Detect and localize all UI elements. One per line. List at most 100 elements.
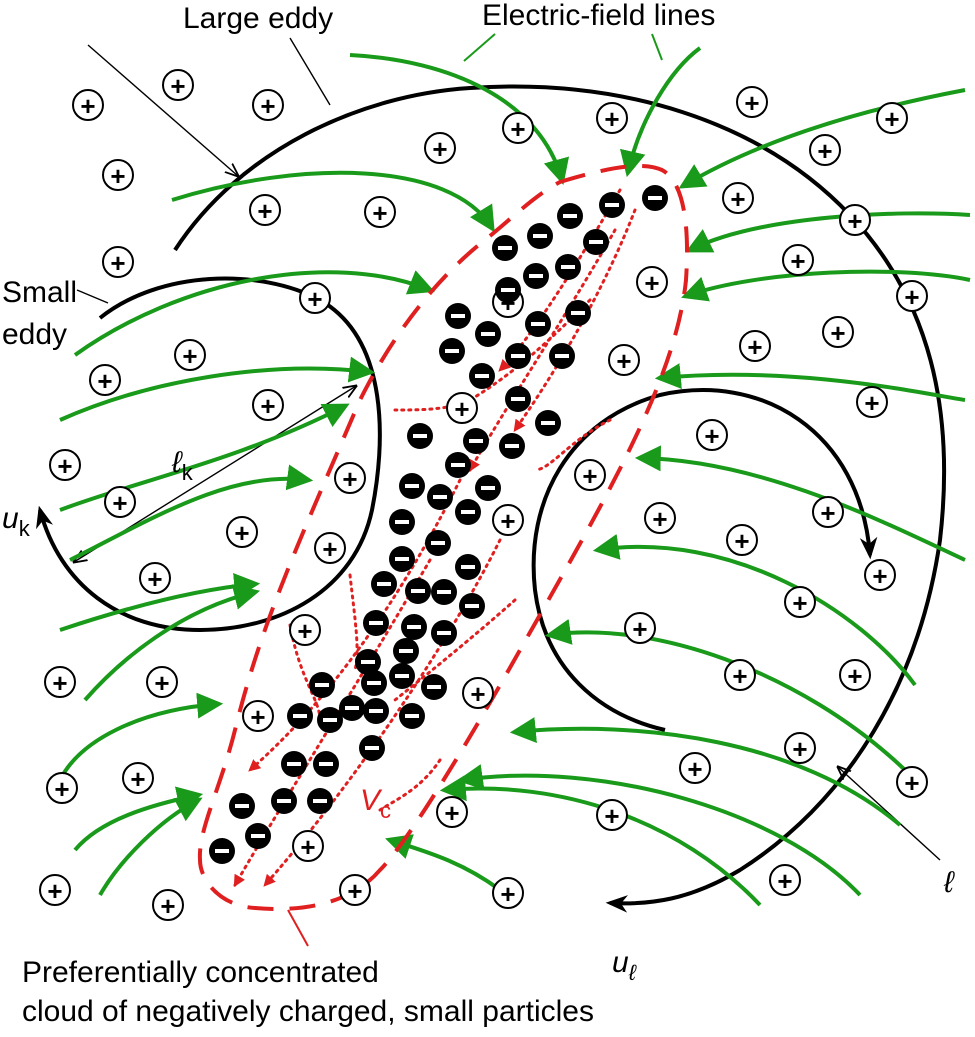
svg-text:+: +: [616, 346, 631, 376]
negative-particle: [389, 509, 415, 535]
negative-particle: [339, 695, 365, 721]
positive-ion: +: [102, 246, 134, 278]
positive-ion: +: [252, 389, 284, 421]
field-line-21: [456, 764, 862, 897]
negative-particles: [209, 185, 668, 864]
svg-text:+: +: [777, 866, 792, 896]
svg-text:+: +: [347, 876, 362, 906]
field-line-8: [59, 572, 261, 632]
particle-cloud-boundary: [197, 163, 690, 912]
svg-text:+: +: [110, 248, 125, 278]
negative-particle: [455, 554, 481, 580]
flow-line-12: [378, 758, 442, 812]
flow-line-2: [533, 418, 612, 472]
negative-particle: [287, 703, 313, 729]
positive-ion: +: [152, 889, 184, 921]
svg-text:+: +: [342, 464, 357, 494]
negative-particle: [389, 546, 415, 572]
cloud-internal-flow-lines: [233, 188, 637, 888]
positive-ion: +: [104, 486, 136, 518]
positive-ion: +: [769, 864, 801, 896]
negative-particle: [431, 620, 457, 646]
cloud-velocity-label: Vc: [360, 784, 391, 823]
svg-text:+: +: [644, 268, 659, 298]
svg-text:+: +: [652, 504, 667, 534]
negative-particle: [527, 223, 553, 249]
caption-line-1: Preferentially concentrated: [22, 956, 379, 989]
positive-ion: +: [636, 266, 668, 298]
svg-text:+: +: [790, 246, 805, 276]
negative-particle: [549, 343, 575, 369]
right-eddy-circulation-arrow: [531, 388, 878, 732]
svg-text:+: +: [54, 774, 69, 804]
negative-particle: [245, 823, 271, 849]
svg-text:+: +: [632, 614, 647, 644]
positive-ion: +: [596, 799, 628, 831]
positive-ion: +: [72, 89, 104, 121]
field-line-23: [385, 834, 502, 892]
negative-particle: [495, 277, 521, 303]
svg-text:+: +: [884, 104, 899, 134]
field-line-2: [620, 46, 702, 178]
svg-text:+: +: [322, 534, 337, 564]
svg-text:+: +: [372, 198, 387, 228]
negative-particle: [421, 674, 447, 700]
svg-text:+: +: [604, 104, 619, 134]
flow-line-4: [513, 208, 637, 432]
svg-text:+: +: [160, 891, 175, 921]
negative-particle: [523, 263, 549, 289]
svg-text:+: +: [110, 161, 125, 191]
svg-text:+: +: [817, 136, 832, 166]
svg-text:+: +: [847, 206, 862, 236]
positive-ion: +: [424, 132, 456, 164]
svg-text:+: +: [470, 679, 485, 709]
negative-particle: [399, 703, 425, 729]
positive-ion: +: [724, 659, 756, 691]
svg-text:+: +: [250, 702, 265, 732]
positive-ion: +: [644, 502, 676, 534]
svg-text:+: +: [747, 332, 762, 362]
svg-text:+: +: [260, 91, 275, 121]
svg-text:+: +: [792, 588, 807, 618]
field-label-leaders: [463, 33, 663, 62]
positive-ion: +: [44, 666, 76, 698]
positive-ion: +: [876, 102, 908, 134]
svg-text:+: +: [307, 284, 322, 314]
positive-ion: +: [809, 134, 841, 166]
positive-ion: +: [722, 182, 754, 214]
svg-text:+: +: [80, 91, 95, 121]
svg-text:+: +: [744, 88, 759, 118]
positive-ion: +: [839, 659, 871, 691]
negative-particle: [363, 610, 389, 636]
positive-ion: +: [696, 419, 728, 451]
field-line-17: [634, 445, 966, 562]
positive-ion: +: [812, 496, 844, 528]
negative-particle: [371, 571, 397, 597]
positive-ion: +: [856, 386, 888, 418]
caption-leader: [287, 909, 309, 947]
svg-text:+: +: [297, 616, 312, 646]
field-line-20: [509, 717, 902, 827]
positive-ion: +: [364, 196, 396, 228]
negative-particle: [425, 530, 451, 556]
negative-particle: [583, 229, 609, 255]
svg-text:+: +: [47, 876, 62, 906]
positive-ion: +: [252, 89, 284, 121]
large-eddy-velocity-label: uℓ: [612, 946, 637, 985]
positive-ion: +: [624, 612, 656, 644]
svg-text:+: +: [604, 801, 619, 831]
positive-ion: +: [146, 666, 178, 698]
negative-particle: [555, 254, 581, 280]
negative-particle: [445, 303, 471, 329]
svg-text:+: +: [234, 518, 249, 548]
field-line-4: [73, 270, 435, 357]
small-eddy-velocity-label: uk: [2, 502, 31, 541]
negative-particle: [307, 788, 333, 814]
negative-particle: [535, 410, 561, 436]
svg-text:+: +: [582, 461, 597, 491]
positive-ion: +: [249, 194, 281, 226]
positive-ion: +: [436, 796, 468, 828]
small-eddy-label-line2: eddy: [2, 318, 67, 351]
positive-ion: +: [292, 830, 324, 862]
